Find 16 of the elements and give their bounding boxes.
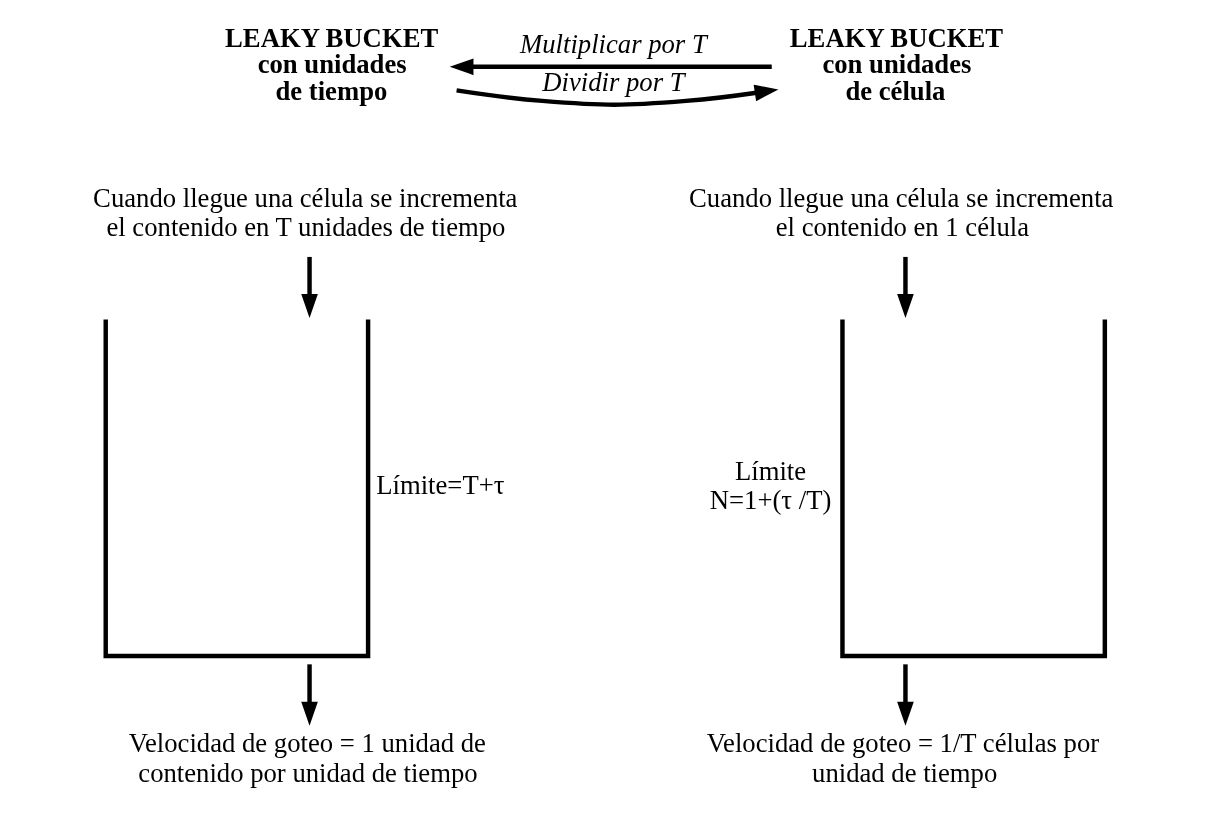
arrow xyxy=(897,256,914,318)
node-text: Cuando llegue una célula se incrementa el contenido en T unidades de tiempo xyxy=(93,182,518,242)
node-text: Límite N=1+(τ /T) xyxy=(709,455,832,515)
arrow xyxy=(897,663,914,726)
node-text: LEAKY BUCKET con unidades de tiempo xyxy=(225,22,439,106)
arrow xyxy=(456,84,779,107)
node-text: Velocidad de goteo = 1/T células por unidad de tiempo xyxy=(706,727,1100,788)
node-text: Cuando llegue una célula se incrementa el contenido en 1 célula xyxy=(689,182,1114,242)
node-text: LEAKY BUCKET con unidades de célula xyxy=(789,22,1003,106)
edge-label: Multiplicar por T xyxy=(520,28,707,59)
arrow xyxy=(449,58,772,75)
node-text: Límite=T+τ xyxy=(376,469,505,500)
arrow xyxy=(301,663,318,726)
node-text: Velocidad de goteo = 1 unidad de contenido por unidad de tiempo xyxy=(128,727,486,788)
edge-label: Dividir por T xyxy=(542,66,685,97)
arrow xyxy=(301,256,318,318)
